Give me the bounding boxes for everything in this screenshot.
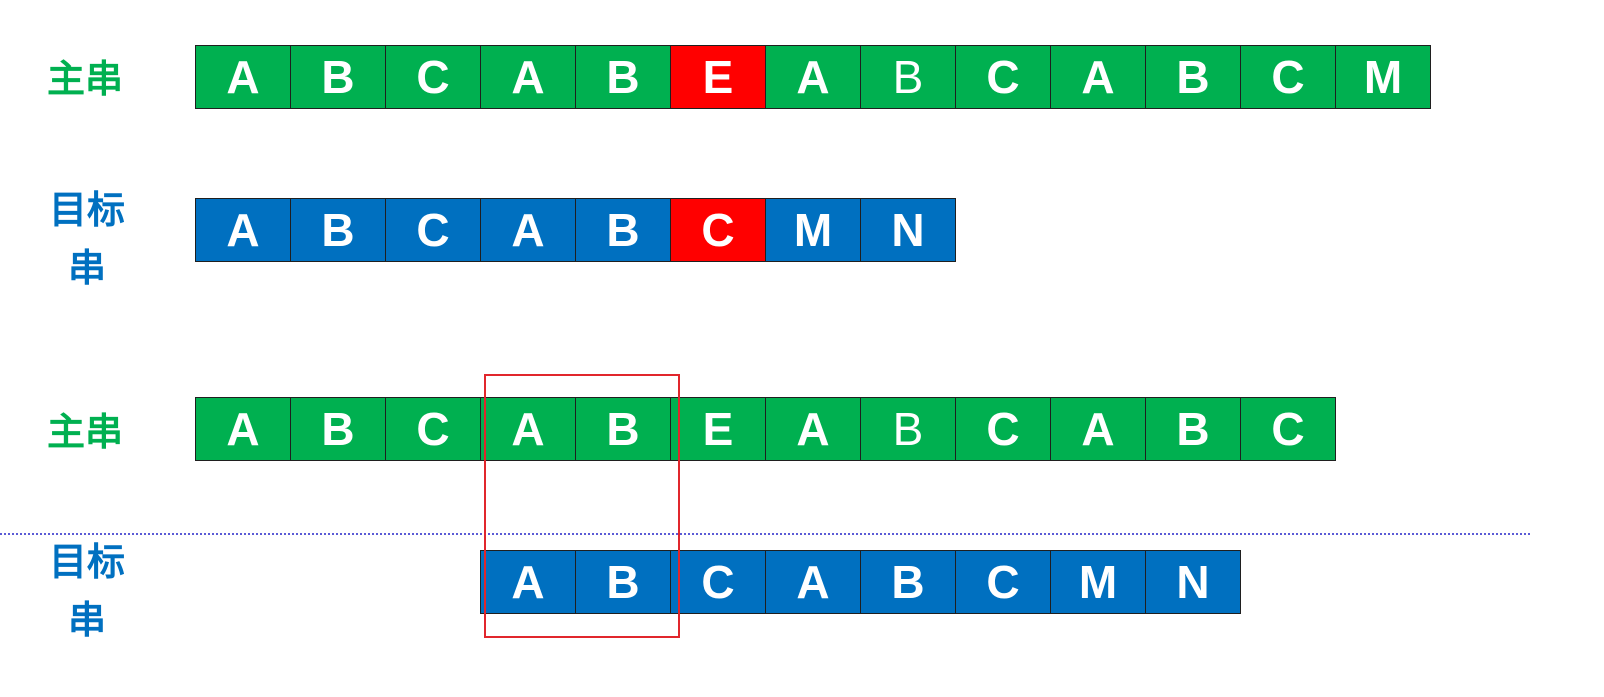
char-cell-b: B [575,45,671,109]
char-cell-b: B [575,198,671,262]
char-cell-a: A [195,198,291,262]
char-cell-a: A [480,45,576,109]
char-cell-b: B [290,397,386,461]
main-string-label-1: 主串 [46,57,123,101]
char-cell-a: A [195,45,291,109]
char-cell-b: B [290,45,386,109]
char-cell-a: A [765,397,861,461]
char-cell-c-mismatch: C [670,198,766,262]
divider-dotted-line [0,533,1530,535]
char-cell-a: A [1050,45,1146,109]
main-string-label-2: 主串 [46,410,123,454]
char-cell-m: M [1050,550,1146,614]
char-cell-c: C [955,397,1051,461]
char-cell-e: E [670,397,766,461]
char-cell-n: N [1145,550,1241,614]
target-string-label-1: 目标 串 [32,181,142,297]
target-label-line-1: 目标 [48,188,125,232]
char-cell-a: A [480,198,576,262]
char-cell-c: C [1240,397,1336,461]
char-cell-c: C [955,550,1051,614]
char-cell-a: A [765,45,861,109]
char-cell-c: C [670,550,766,614]
char-cell-b: B [290,198,386,262]
char-cell-n: N [860,198,956,262]
char-cell-a: A [195,397,291,461]
char-cell-b: B [1145,45,1241,109]
char-cell-b: B [575,397,671,461]
char-cell-b: B [575,550,671,614]
char-cell-a: A [480,397,576,461]
char-cell-b: B [1145,397,1241,461]
char-cell-c: C [1240,45,1336,109]
char-cell-c: C [955,45,1051,109]
char-cell-a: A [1050,397,1146,461]
matched-prefix-highlight-box [484,374,680,638]
char-cell-c: C [385,198,481,262]
target-label-line-1: 目标 [48,540,125,584]
char-cell-m: M [1335,45,1431,109]
char-cell-b: B [860,550,956,614]
char-cell-c: C [385,397,481,461]
target-string-label-2: 目标 串 [32,533,142,649]
char-cell-c: C [385,45,481,109]
target-label-line-2: 串 [67,246,106,290]
char-cell-e-mismatch: E [670,45,766,109]
char-cell-m: M [765,198,861,262]
char-cell-b: B [860,45,956,109]
char-cell-a: A [480,550,576,614]
char-cell-a: A [765,550,861,614]
target-label-line-2: 串 [67,598,106,642]
char-cell-b: B [860,397,956,461]
